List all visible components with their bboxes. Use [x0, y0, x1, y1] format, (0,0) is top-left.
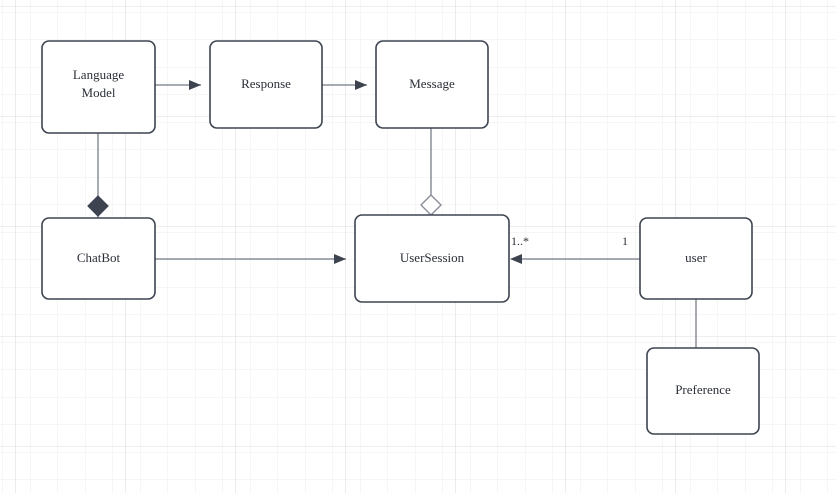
edge-language-model-to-response[interactable]	[155, 80, 201, 90]
node-user[interactable]: user	[639, 217, 753, 300]
edge-user-to-usersession[interactable]	[510, 254, 640, 264]
node-response-label: Response	[241, 76, 291, 91]
node-message[interactable]: Message	[375, 40, 489, 129]
node-message-label: Message	[409, 76, 455, 91]
node-chatbot[interactable]: ChatBot	[41, 217, 156, 300]
node-language-model-label-line1: Language	[73, 67, 124, 82]
multiplicity-label-usersession: 1..*	[511, 234, 529, 248]
node-preference[interactable]: Preference	[646, 347, 760, 435]
node-chatbot-label: ChatBot	[77, 250, 121, 265]
edge-message-to-usersession[interactable]	[420, 128, 442, 216]
node-usersession-label: UserSession	[400, 250, 465, 265]
node-user-label: user	[685, 250, 707, 265]
multiplicity-label-user: 1	[622, 234, 628, 248]
node-language-model[interactable]: Language Model	[41, 40, 156, 134]
node-usersession[interactable]: UserSession	[354, 214, 510, 303]
edge-chatbot-to-usersession[interactable]	[155, 254, 346, 264]
edge-response-to-message[interactable]	[322, 80, 367, 90]
edge-language-model-to-chatbot[interactable]	[87, 133, 109, 218]
node-response[interactable]: Response	[209, 40, 323, 129]
node-language-model-label-line2: Model	[82, 85, 116, 100]
node-preference-label: Preference	[675, 382, 731, 397]
